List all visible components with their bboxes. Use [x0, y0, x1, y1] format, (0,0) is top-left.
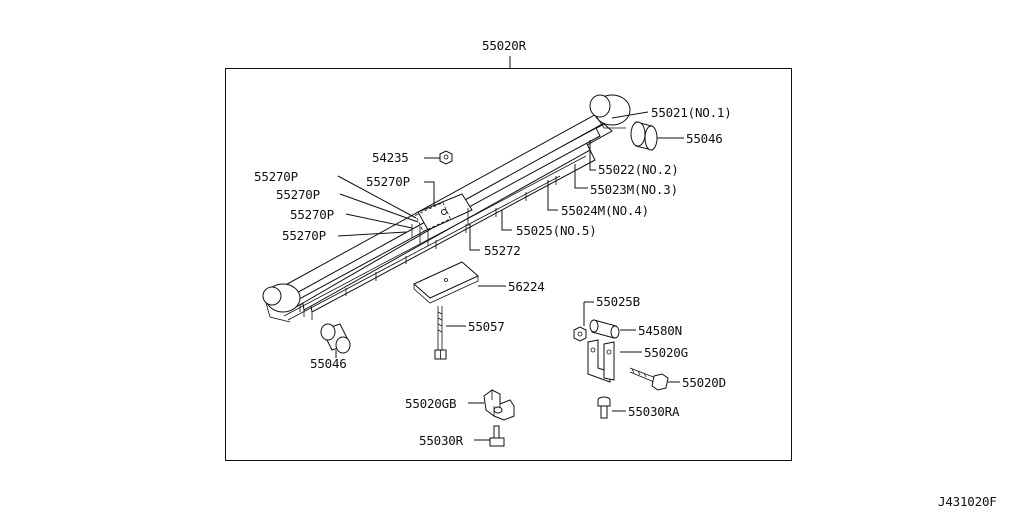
label-bushing-rear: 55046 — [310, 356, 347, 371]
label-assembly: 55020R — [482, 38, 527, 53]
rear-spring-eye — [589, 94, 631, 129]
label-bracket-g: 55020G — [644, 345, 688, 360]
label-leaf-no5: 55025(NO.5) — [516, 223, 597, 238]
label-collar: 54580N — [638, 323, 682, 338]
diagram-code: J431020F — [938, 494, 997, 509]
leaf-spring-stack — [262, 94, 631, 323]
assembly-frame — [225, 68, 792, 461]
label-bushing-front: 55046 — [686, 131, 723, 146]
label-leaf-no4: 55024M(NO.4) — [561, 203, 649, 218]
label-nut-top: 54235 — [372, 150, 409, 165]
pad-56224 — [413, 261, 479, 304]
collar-54580n — [589, 319, 620, 339]
label-leaf-no2: 55022(NO.2) — [598, 162, 679, 177]
front-spring-eye — [262, 283, 301, 323]
label-clip-bolt: 55272 — [484, 243, 521, 258]
bushing-55046-right — [630, 121, 658, 151]
center-bolt-55057 — [434, 306, 447, 360]
bolt-55030ra — [597, 396, 611, 419]
bolt-55030r — [489, 425, 505, 447]
label-clip-3: 55270P — [290, 207, 334, 222]
label-pad: 56224 — [508, 279, 545, 294]
label-bolt-r: 55030R — [419, 433, 464, 448]
label-clip-1: 55270P — [254, 169, 298, 184]
label-bracket-gb: 55020GB — [405, 396, 456, 411]
bushing-55046-left — [320, 323, 351, 354]
label-nut-small: 55025B — [596, 294, 640, 309]
label-clip-2: 55270P — [276, 187, 320, 202]
bracket-55020g — [587, 339, 615, 383]
label-clip-center: 55270P — [366, 174, 410, 189]
center-clip-region — [411, 193, 473, 246]
nut-55025b — [573, 326, 587, 342]
bracket-55020gb — [483, 389, 515, 421]
label-bolt-ra: 55030RA — [628, 404, 680, 419]
label-leaf-no1: 55021(NO.1) — [651, 105, 732, 120]
nut-54235 — [439, 150, 453, 165]
label-shackle-bolt: 55020D — [682, 375, 726, 390]
label-leaf-no3: 55023M(NO.3) — [590, 182, 678, 197]
bolt-55020d — [629, 367, 669, 391]
label-clip-4: 55270P — [282, 228, 326, 243]
label-center-bolt: 55057 — [468, 319, 505, 334]
